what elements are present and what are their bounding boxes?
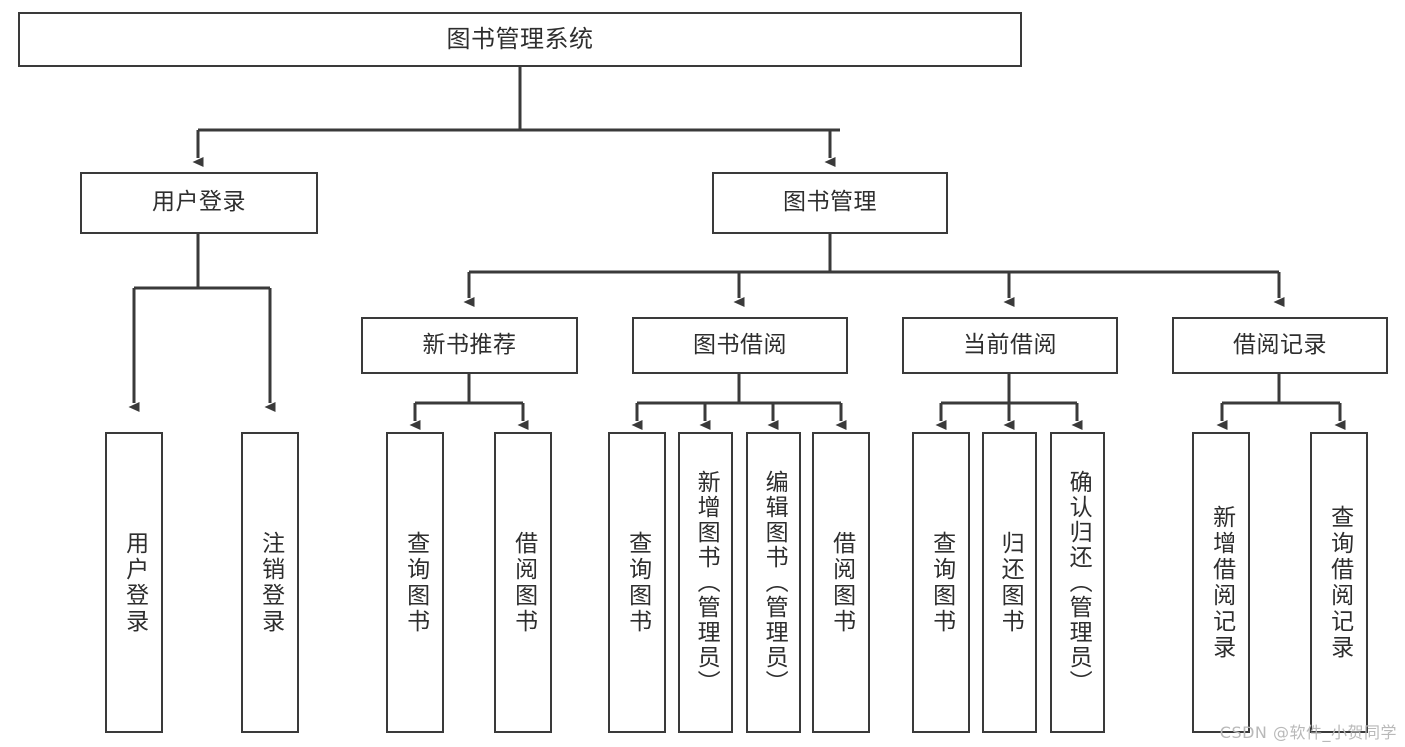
node-current-borrow[interactable]: 当前借阅 xyxy=(902,317,1118,374)
node-label: 新增借阅记录 xyxy=(1208,504,1235,661)
node-label: 当前借阅 xyxy=(963,331,1057,358)
node-label: 注销登录 xyxy=(257,530,284,635)
node-label: 编辑图书（管理员） xyxy=(761,470,788,695)
node-label: 借阅图书 xyxy=(828,530,855,635)
leaf-query-book-current[interactable]: 查询图书 xyxy=(912,432,970,733)
leaf-borrow-book-recommend[interactable]: 借阅图书 xyxy=(494,432,552,733)
leaf-edit-book-admin[interactable]: 编辑图书（管理员） xyxy=(746,432,801,733)
node-label: 借阅图书 xyxy=(510,530,537,635)
node-label: 新增图书（管理员） xyxy=(693,470,720,695)
node-label: 图书借阅 xyxy=(693,331,787,358)
node-new-book-recommend[interactable]: 新书推荐 xyxy=(361,317,578,374)
watermark-text: CSDN @软件_小贺同学 xyxy=(1219,723,1397,742)
leaf-return-book[interactable]: 归还图书 xyxy=(982,432,1037,733)
node-label: 借阅记录 xyxy=(1233,331,1327,358)
node-label: 归还图书 xyxy=(997,530,1024,635)
node-book-management[interactable]: 图书管理 xyxy=(712,172,948,234)
node-book-borrow[interactable]: 图书借阅 xyxy=(632,317,848,374)
node-label: 用户登录 xyxy=(152,189,246,216)
leaf-query-book-recommend[interactable]: 查询图书 xyxy=(386,432,444,733)
leaf-confirm-return-admin[interactable]: 确认归还（管理员） xyxy=(1050,432,1105,733)
leaf-add-borrow-record[interactable]: 新增借阅记录 xyxy=(1192,432,1250,733)
node-label: 图书管理系统 xyxy=(446,25,594,54)
node-label: 图书管理 xyxy=(783,189,877,216)
node-label: 查询图书 xyxy=(624,530,651,635)
leaf-query-borrow-record[interactable]: 查询借阅记录 xyxy=(1310,432,1368,733)
node-label: 新书推荐 xyxy=(422,331,517,358)
leaf-logout[interactable]: 注销登录 xyxy=(241,432,299,733)
node-label: 查询图书 xyxy=(402,530,429,635)
node-label: 确认归还（管理员） xyxy=(1065,470,1092,695)
leaf-borrow-book[interactable]: 借阅图书 xyxy=(812,432,870,733)
node-root-system[interactable]: 图书管理系统 xyxy=(18,12,1022,67)
node-label: 查询借阅记录 xyxy=(1326,504,1353,661)
leaf-add-book-admin[interactable]: 新增图书（管理员） xyxy=(678,432,733,733)
leaf-query-book-borrow[interactable]: 查询图书 xyxy=(608,432,666,733)
node-label: 查询图书 xyxy=(928,530,955,635)
node-user-login[interactable]: 用户登录 xyxy=(80,172,318,234)
node-label: 用户登录 xyxy=(121,530,148,635)
leaf-user-login[interactable]: 用户登录 xyxy=(105,432,163,733)
node-borrow-record[interactable]: 借阅记录 xyxy=(1172,317,1388,374)
